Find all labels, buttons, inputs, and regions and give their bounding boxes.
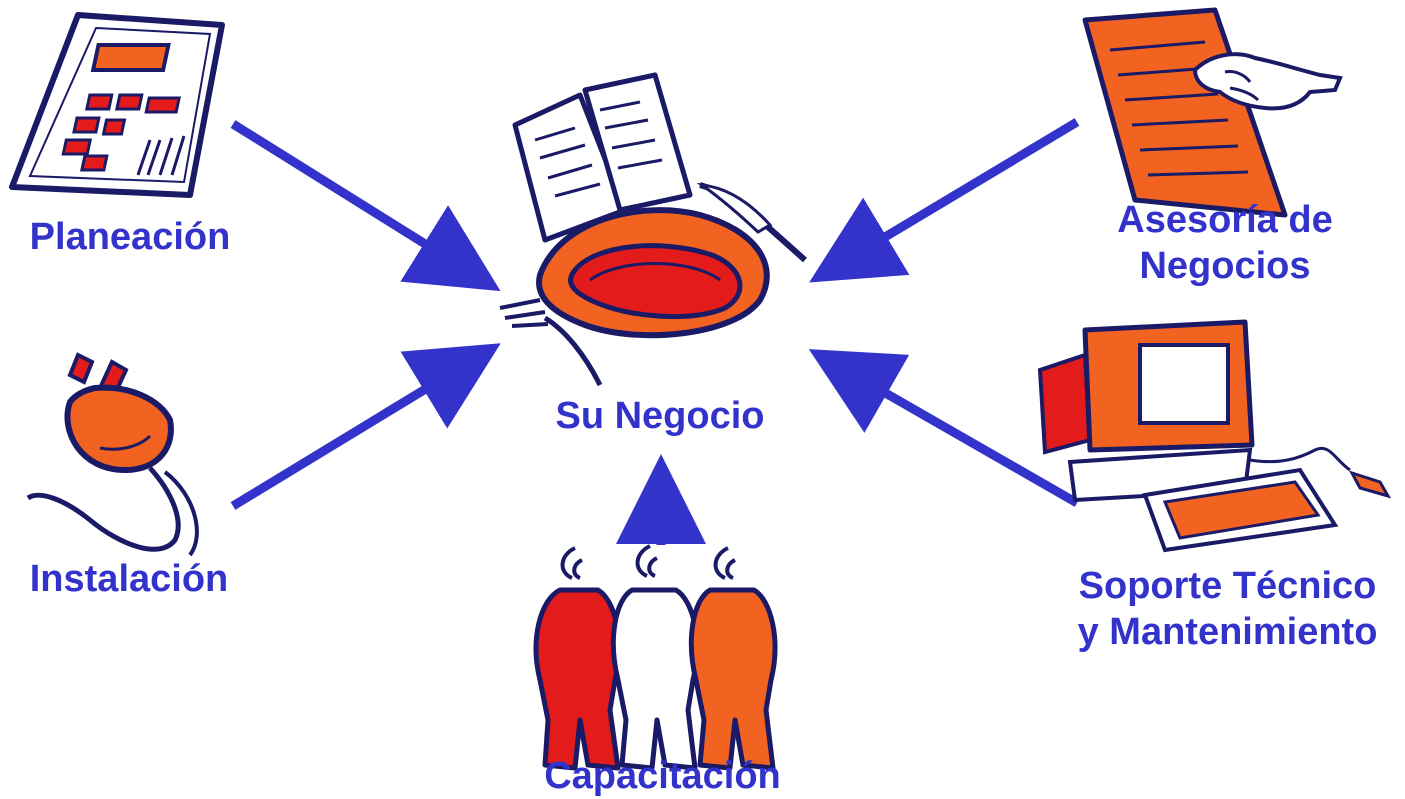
label-asesoria-line2: Negocios: [1139, 245, 1311, 287]
arrow-asesoria: [809, 118, 1080, 283]
calculator-icon: [9, 12, 225, 198]
plate-with-documents-icon: [499, 72, 807, 387]
label-capacitacion: Capacitación: [544, 755, 781, 797]
power-plug-icon: [26, 352, 199, 557]
label-center: Su Negocio: [555, 395, 765, 437]
label-soporte: Soporte Técnico y Mantenimiento: [1055, 563, 1400, 655]
arrow-planeacion: [230, 120, 501, 292]
label-soporte-line2: y Mantenimiento: [1077, 611, 1378, 653]
people-group-icon: [533, 544, 778, 771]
arrows: [230, 118, 1080, 545]
document-hand-icon: [1082, 7, 1343, 218]
label-asesoria-line1: Asesoría de: [1117, 199, 1333, 241]
arrow-instalacion: [230, 343, 501, 510]
arrow-soporte: [808, 349, 1080, 507]
label-asesoria: Asesoría de Negocios: [1090, 197, 1360, 289]
label-instalacion: Instalación: [29, 558, 229, 600]
label-soporte-line1: Soporte Técnico: [1078, 565, 1377, 607]
computer-icon: [1037, 319, 1392, 553]
label-planeacion: Planeación: [29, 216, 231, 258]
